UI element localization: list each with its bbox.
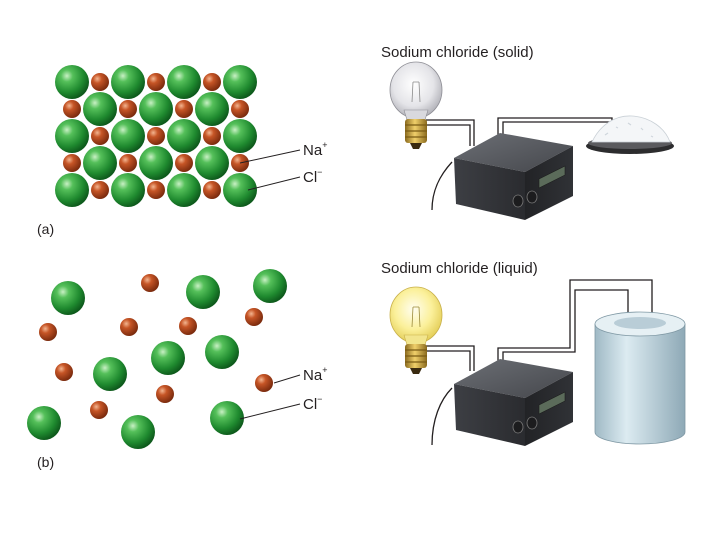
chloride-ion xyxy=(55,119,89,153)
ion-label-group-a: Na+ Cl− (a) xyxy=(37,140,327,237)
chloride-ion xyxy=(205,335,239,369)
chloride-ion xyxy=(186,275,220,309)
panel-b-title: Sodium chloride (liquid) xyxy=(381,260,538,277)
chloride-ion xyxy=(111,173,145,207)
sodium-ion xyxy=(147,73,165,91)
sodium-ion xyxy=(90,401,108,419)
chloride-ion xyxy=(223,173,257,207)
sodium-ion xyxy=(91,127,109,145)
panel-b-tag: (b) xyxy=(37,454,54,470)
chloride-ion xyxy=(111,65,145,99)
panel-a-tag: (a) xyxy=(37,221,54,237)
light-bulb-on-icon xyxy=(389,286,443,374)
sodium-ion xyxy=(231,100,249,118)
na-leader-line xyxy=(273,374,301,384)
ion-lattice-solid xyxy=(55,65,257,207)
chloride-ion xyxy=(167,65,201,99)
chloride-ion xyxy=(139,146,173,180)
chloride-ion xyxy=(223,119,257,153)
sodium-ion xyxy=(175,154,193,172)
cl-label: Cl− xyxy=(303,394,322,413)
sodium-ion xyxy=(91,73,109,91)
cl-leader-line xyxy=(247,176,301,191)
na-label: Na+ xyxy=(303,365,327,384)
sodium-ion xyxy=(255,374,273,392)
chloride-ion xyxy=(55,173,89,207)
chloride-ion xyxy=(121,415,155,449)
sodium-ion xyxy=(55,363,73,381)
light-bulb-off-icon xyxy=(389,61,443,149)
sodium-ion xyxy=(63,100,81,118)
chloride-ion xyxy=(139,92,173,126)
sodium-ion xyxy=(147,181,165,199)
sodium-ion xyxy=(203,181,221,199)
chloride-ion xyxy=(210,401,244,435)
chloride-ion xyxy=(195,92,229,126)
chloride-ion xyxy=(83,146,117,180)
sodium-ion xyxy=(203,73,221,91)
chloride-ion xyxy=(83,92,117,126)
sodium-ion xyxy=(245,308,263,326)
sodium-ion xyxy=(156,385,174,403)
cl-leader-line xyxy=(239,403,301,420)
sodium-ion xyxy=(179,317,197,335)
chloride-ion xyxy=(55,65,89,99)
chloride-ion xyxy=(111,119,145,153)
conductivity-meter-b xyxy=(454,359,573,446)
chloride-ion xyxy=(27,406,61,440)
sodium-ion xyxy=(91,181,109,199)
chloride-ion xyxy=(151,341,185,375)
sodium-ion xyxy=(203,127,221,145)
na-leader-line xyxy=(239,149,301,164)
apparatus-liquid: Sodium chloride (liquid) xyxy=(381,260,686,446)
chloride-ion xyxy=(167,119,201,153)
conductivity-meter-a xyxy=(454,133,573,220)
sodium-ion xyxy=(39,323,57,341)
salt-dish-icon xyxy=(586,115,674,154)
sodium-ion xyxy=(119,154,137,172)
chloride-ion xyxy=(223,65,257,99)
na-label: Na+ xyxy=(303,140,327,159)
sodium-ion xyxy=(119,100,137,118)
ions-molten xyxy=(27,269,287,449)
sodium-ion xyxy=(63,154,81,172)
ion-label-group-b: Na+ Cl− (b) xyxy=(37,365,327,470)
sodium-ion xyxy=(175,100,193,118)
chloride-ion xyxy=(167,173,201,207)
chloride-ion xyxy=(93,357,127,391)
sodium-ion xyxy=(147,127,165,145)
circuit-wires-b xyxy=(426,279,653,446)
panel-a-title: Sodium chloride (solid) xyxy=(381,44,534,61)
molten-salt-container-icon xyxy=(594,311,686,445)
chloride-ion xyxy=(253,269,287,303)
sodium-ion xyxy=(141,274,159,292)
cl-label: Cl− xyxy=(303,167,322,186)
sodium-ion xyxy=(120,318,138,336)
chloride-ion xyxy=(195,146,229,180)
chloride-ion xyxy=(51,281,85,315)
apparatus-solid: Sodium chloride (solid) xyxy=(381,44,674,220)
